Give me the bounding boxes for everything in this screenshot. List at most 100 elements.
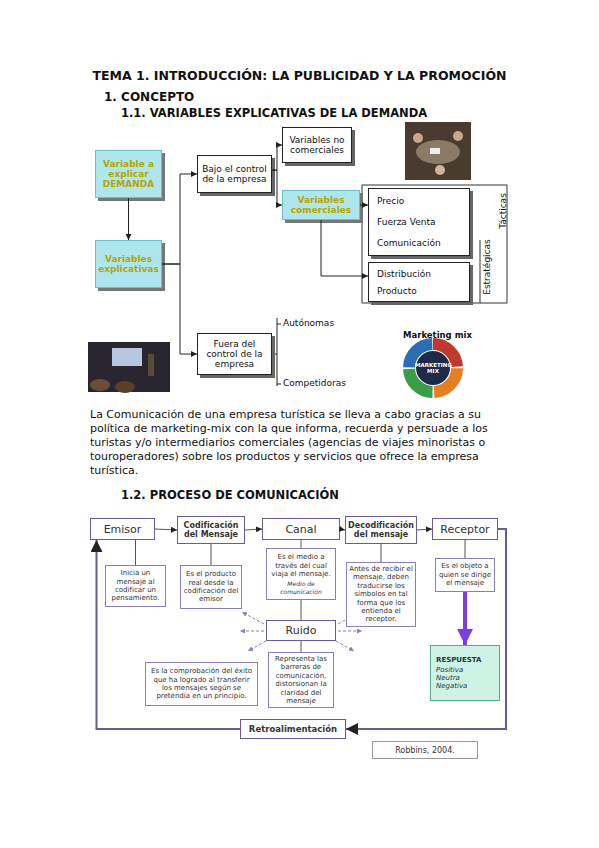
- node-text: Codificación del Mensaje: [178, 521, 244, 539]
- connector: [417, 529, 432, 530]
- node-text: Variables comerciales: [285, 195, 357, 215]
- node-text: Canal: [285, 523, 316, 536]
- noise-arrow: [240, 631, 264, 632]
- node-text: Variable a explicar DEMANDA: [98, 159, 159, 189]
- description-box: Inicia un mensaje al codificar un pensam…: [105, 565, 166, 607]
- node-text: Inicia un mensaje al codificar un pensam…: [108, 569, 163, 603]
- photo-screen: [112, 348, 142, 366]
- bracket-label: Competidoras: [283, 378, 346, 388]
- process-box: Emisor: [90, 518, 155, 540]
- group-label: Tácticas: [498, 181, 508, 241]
- bracket-line: [272, 354, 277, 355]
- wheel-text: MARKETING MIX: [415, 362, 451, 374]
- node-text: Variables explicativas: [98, 254, 159, 274]
- node-text: Es el producto real desde la codificació…: [183, 570, 239, 604]
- paragraph: La Comunicación de una empresa turística…: [90, 408, 510, 478]
- description-box: Es el medio a través del cual viaja el m…: [266, 548, 336, 600]
- photo-paper: [430, 148, 440, 154]
- description-box: Es el producto real desde la codificació…: [180, 565, 242, 609]
- node-text: Bajo el control de la empresa: [200, 164, 269, 184]
- description-box: Antes de recibir el mensaje, deben tradu…: [346, 562, 416, 627]
- wheel-segment: [409, 344, 457, 392]
- bracket-label: Autónomas: [283, 318, 334, 328]
- connector: [162, 264, 197, 354]
- page-title: TEMA 1. INTRODUCCIÓN: LA PUBLICIDAD Y LA…: [0, 68, 599, 83]
- connector: [360, 205, 368, 206]
- node-text: Medio de comunicación: [269, 580, 333, 594]
- control-box: Bajo el control de la empresa: [197, 155, 272, 193]
- connector: [272, 170, 282, 205]
- bracket-line: [277, 318, 278, 386]
- connector: [463, 592, 467, 645]
- node-text: Negativa: [436, 682, 467, 690]
- connector: [465, 540, 466, 558]
- connector: [381, 544, 382, 562]
- photo-audience: [115, 381, 135, 393]
- noise-arrow: [338, 631, 362, 632]
- connector: [135, 540, 136, 565]
- variable-box: Variable a explicar DEMANDA: [95, 150, 162, 198]
- node-text: RESPUESTA: [436, 656, 482, 664]
- node-text: Antes de recibir el mensaje, deben tradu…: [349, 565, 413, 624]
- node-text: Positiva: [436, 666, 463, 674]
- wheel-center: [416, 351, 450, 385]
- photo-person: [435, 165, 445, 175]
- wheel-segment: [409, 344, 457, 392]
- process-box: Codificación del Mensaje: [177, 516, 245, 544]
- connector: [301, 540, 302, 548]
- node-text: Emisor: [104, 523, 142, 536]
- photo-table: [416, 140, 460, 164]
- node-text: Decodificación del mensaje: [346, 521, 416, 539]
- node-text: Distribución: [377, 269, 431, 279]
- source-box: Robbins, 2004.: [372, 741, 478, 759]
- group-label: Estratégicas: [482, 237, 492, 297]
- noise-arrow: [242, 612, 264, 624]
- wheel-segment: [409, 344, 457, 392]
- description-box: Es la comprobación del éxito que ha logr…: [145, 662, 258, 706]
- process-box: Receptor: [432, 518, 498, 540]
- node-text: Es el medio a través del cual viaja el m…: [269, 553, 333, 578]
- node-text: Precio: [377, 196, 404, 206]
- node-text: Es el objeto a quien se dirige el mensaj…: [438, 562, 492, 587]
- node-text: Fuera del control de la empresa: [200, 339, 269, 369]
- process-box: Decodificación del mensaje: [345, 516, 417, 544]
- node-text: Es la comprobación del éxito que ha logr…: [148, 667, 255, 701]
- photo-person: [148, 354, 154, 376]
- photo-audience: [90, 379, 110, 391]
- noise-arrow: [248, 641, 266, 651]
- node-text: Receptor: [440, 523, 489, 536]
- connector: [301, 641, 302, 652]
- photo-person: [453, 131, 463, 141]
- wheel-segment: [409, 344, 457, 392]
- process-box: Retroalimentación: [240, 719, 346, 739]
- bracket-line: [277, 384, 281, 385]
- subsection-heading: 1.2. PROCESO DE COMUNICACIÓN: [121, 488, 339, 502]
- connector: [162, 174, 197, 264]
- node-text: Ruido: [286, 624, 317, 637]
- connector: [272, 145, 282, 170]
- connector: [211, 544, 212, 565]
- node-text: Robbins, 2004.: [395, 746, 455, 755]
- noise-arrow: [336, 641, 354, 651]
- section-heading: 1. CONCEPTO: [104, 90, 194, 104]
- connector: [346, 529, 506, 729]
- connector: [245, 529, 262, 530]
- bracket-line: [277, 324, 281, 325]
- strategy-list: DistribuciónProducto: [368, 262, 470, 302]
- photo-person: [413, 133, 423, 143]
- process-box: Ruido: [266, 620, 336, 641]
- node-text: Retroalimentación: [249, 724, 337, 734]
- connector: [155, 529, 177, 530]
- node-text: Comunicación: [377, 238, 441, 248]
- variable-box: Variables no comerciales: [282, 127, 352, 163]
- variable-box: Variables comerciales: [282, 190, 360, 220]
- connector: [321, 220, 368, 276]
- node-text: Producto: [377, 286, 417, 296]
- connector: [128, 198, 129, 240]
- process-box: Canal: [262, 518, 340, 540]
- connector: [301, 600, 302, 620]
- variable-box: Variables explicativas: [95, 240, 162, 288]
- photo: [405, 122, 471, 180]
- response-box: RESPUESTAPositivaNeutraNegativa: [430, 645, 500, 701]
